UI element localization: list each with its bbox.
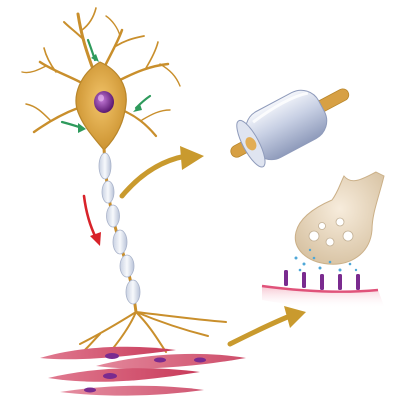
red-arrowhead-icon <box>90 232 101 246</box>
arrowhead-icon <box>284 306 306 328</box>
green-arrowhead-icon <box>78 123 86 133</box>
synaptic-vesicles <box>308 217 354 247</box>
dendrites <box>21 7 181 138</box>
green-arrowhead-icon <box>91 54 99 62</box>
callout-arrows <box>119 146 306 347</box>
receptor-channels <box>284 270 360 290</box>
muscle-fibers <box>40 346 246 396</box>
myelin-zoom-inset <box>230 88 350 168</box>
signal-direction-arrow <box>82 194 98 240</box>
green-arrowhead-icon <box>133 104 142 112</box>
neurotransmitters <box>294 248 358 272</box>
myelin-sheath <box>98 152 141 305</box>
nucleus <box>94 91 114 113</box>
arrowhead-icon <box>180 146 204 170</box>
synapse-zoom-inset <box>261 171 385 309</box>
